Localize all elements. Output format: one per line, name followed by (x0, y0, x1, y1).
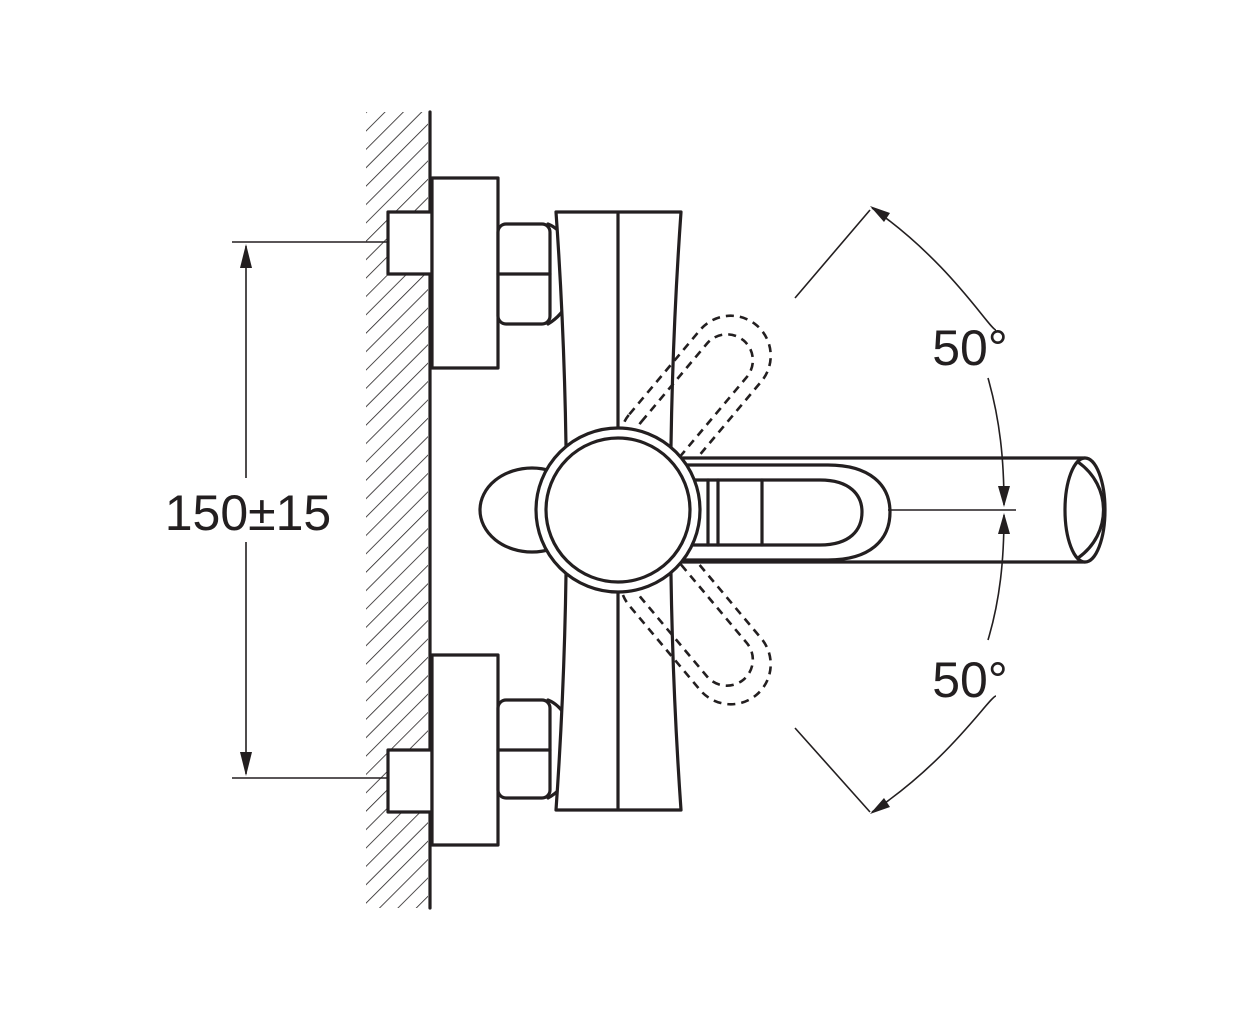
angle-extension-up (794, 209, 871, 299)
angle-up-label: 50° (932, 320, 1008, 376)
spacing-dimension: 150±15 (140, 241, 388, 779)
lower-eccentric-stub (386, 748, 434, 814)
spout-outlet-end (1063, 456, 1107, 564)
lower-flange (430, 653, 500, 847)
lever-inner-slot (688, 478, 864, 547)
lever-handle (648, 463, 892, 562)
cartridge-cap (534, 426, 702, 594)
angle-arrow-up-end (998, 486, 1010, 507)
dimension-spacing-label: 150±15 (165, 485, 331, 541)
angle-arrow-down-end (870, 798, 890, 814)
lever-outer-outline (648, 463, 892, 562)
angle-arrow-down-start (998, 513, 1010, 534)
dimension-arrow-bottom (240, 752, 252, 776)
upper-mount (386, 176, 576, 370)
angle-arrow-up-start (870, 206, 890, 222)
angle-dimension: 50° 50° (794, 206, 1016, 814)
angle-extension-down (794, 727, 871, 813)
angle-arc-up-outer (871, 207, 997, 331)
angle-down-label: 50° (932, 652, 1008, 708)
spout-outlet-curve (1076, 460, 1106, 560)
upper-flange (430, 176, 500, 370)
dimension-label-backdrop (140, 482, 354, 538)
angle-arc-down-outer (871, 695, 997, 813)
upper-eccentric-stub (386, 210, 434, 276)
cartridge-cap-inner (544, 436, 692, 584)
dimension-arrow-top (240, 244, 252, 268)
